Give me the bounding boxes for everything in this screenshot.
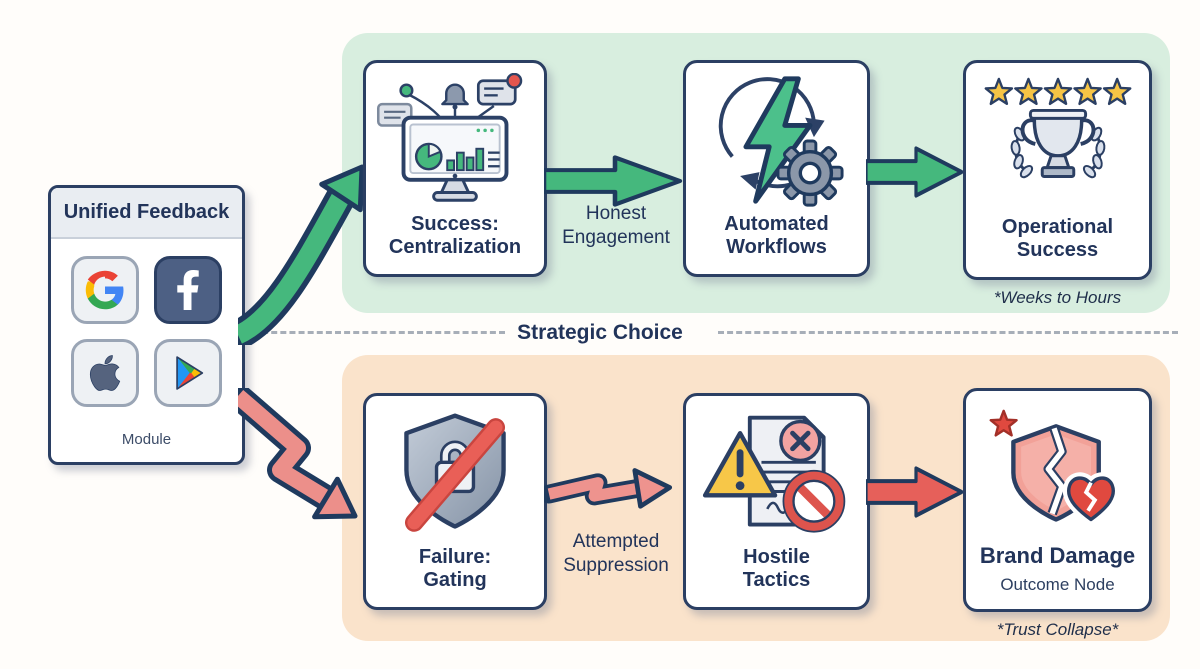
list-icon bbox=[488, 151, 500, 168]
cycle-arrowhead-right bbox=[804, 117, 825, 138]
node-title: Success: Centralization bbox=[388, 212, 522, 259]
prohibition-icon bbox=[782, 469, 845, 533]
module-caption: Module bbox=[121, 431, 172, 448]
divider-dash-right bbox=[718, 331, 1178, 334]
bell-icon bbox=[441, 83, 469, 110]
trophy-icon bbox=[1020, 109, 1095, 179]
red-slash-icon bbox=[407, 420, 503, 530]
cycle-arc-top bbox=[718, 77, 816, 158]
divider-dash-left bbox=[253, 331, 505, 334]
google-icon bbox=[71, 256, 139, 324]
trophy-rating-icon bbox=[966, 63, 1149, 216]
node-title: Operational Success bbox=[1001, 215, 1114, 262]
module-title: Unified Feedback bbox=[51, 188, 242, 239]
node-title: Failure: Gating bbox=[418, 545, 492, 592]
lightning-gear-icon bbox=[686, 63, 867, 213]
success-arrow-2 bbox=[866, 143, 966, 201]
green-dot-icon bbox=[399, 83, 414, 98]
node-brand-damage: Brand Damage Outcome Node bbox=[963, 388, 1152, 612]
node-automated-workflows: Automated Workflows bbox=[683, 60, 870, 277]
node-title: Automated Workflows bbox=[724, 212, 829, 259]
warning-document-icon bbox=[686, 396, 867, 546]
pie-chart-icon bbox=[414, 142, 443, 171]
bar-chart-icon bbox=[446, 147, 485, 172]
facebook-icon bbox=[154, 256, 222, 324]
node-failure-gating: Failure: Gating bbox=[363, 393, 547, 610]
failure-arrow-1 bbox=[544, 462, 686, 528]
unified-feedback-module: Unified Feedback bbox=[48, 185, 245, 465]
shield-lock-blocked-icon bbox=[366, 396, 544, 546]
failure-branch-arrow bbox=[238, 388, 370, 538]
broken-heart-icon bbox=[1062, 472, 1119, 526]
platform-tiles bbox=[51, 256, 242, 407]
laurel-left-icon bbox=[1010, 127, 1033, 179]
edge-label-attempted-suppression: Attempted Suppression bbox=[563, 531, 669, 576]
node-hostile-tactics: Hostile Tactics bbox=[683, 393, 870, 610]
google-play-icon bbox=[154, 339, 222, 407]
footnote-trust-collapse: *Trust Collapse* bbox=[996, 620, 1119, 639]
node-subtitle: Outcome Node bbox=[1000, 575, 1115, 594]
node-success-centralization: Success: Centralization bbox=[363, 60, 547, 277]
feedback-dashboard-icon bbox=[366, 63, 544, 213]
chat-bubble-icon bbox=[476, 72, 523, 106]
node-operational-success: Operational Success bbox=[963, 60, 1152, 280]
cycle-arrowhead-left bbox=[739, 171, 760, 190]
five-star-rating-icon bbox=[984, 78, 1131, 106]
red-star-icon bbox=[989, 409, 1018, 437]
node-title: Brand Damage bbox=[979, 543, 1136, 569]
lightning-bolt-icon bbox=[742, 76, 812, 204]
success-arrow-1 bbox=[544, 152, 686, 210]
divider-label: Strategic Choice bbox=[517, 321, 683, 344]
node-title: Hostile Tactics bbox=[742, 545, 811, 592]
gear-icon bbox=[776, 139, 844, 207]
warning-triangle-icon bbox=[702, 430, 777, 498]
x-circle-icon bbox=[778, 419, 821, 463]
edge-label-honest-engagement: Honest Engagement bbox=[562, 203, 670, 248]
success-branch-arrow bbox=[238, 140, 370, 345]
failure-arrow-2 bbox=[866, 463, 966, 521]
broken-shield-heart-icon bbox=[966, 391, 1149, 543]
footnote-weeks-to-hours: *Weeks to Hours bbox=[993, 288, 1122, 307]
apple-icon bbox=[71, 339, 139, 407]
